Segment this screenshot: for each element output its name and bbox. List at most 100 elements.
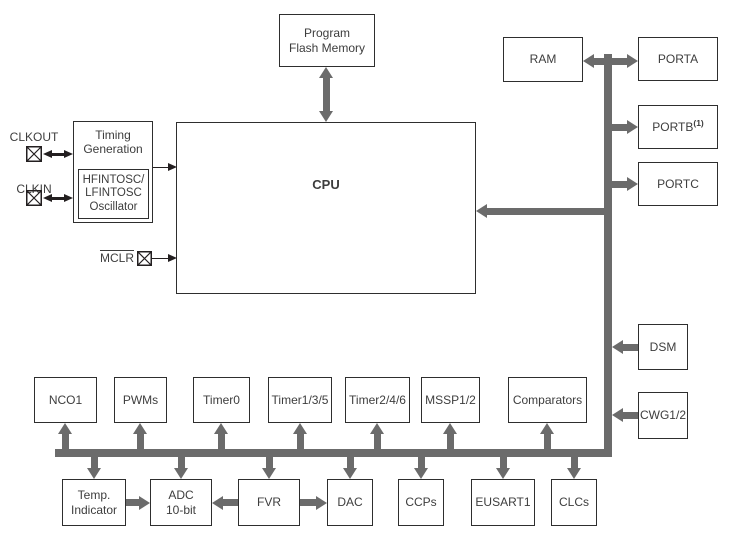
block-label: Timer1/3/5 <box>271 392 329 407</box>
bus-timer0-arrow-stem <box>217 433 225 449</box>
block-label: PWMs <box>122 392 159 407</box>
block-fvr: FVR <box>238 479 300 526</box>
block-label: NCO1 <box>48 392 83 407</box>
block-eusart1: EUSART1 <box>471 479 535 526</box>
bus-fvr-arrowhead <box>262 468 276 479</box>
block-nco1: NCO1 <box>34 377 97 423</box>
block-label: HFINTOSC/ LFINTOSC Oscillator <box>82 173 145 213</box>
block-comparators: Comparators <box>508 377 587 423</box>
block-label: CWG1/2 <box>639 408 686 422</box>
bus-cpu-arrowhead <box>476 204 487 218</box>
block-timer135: Timer1/3/5 <box>268 377 332 423</box>
bus-portb-arrow-stem <box>612 123 629 131</box>
bus-clcs-arrow-stem <box>570 457 578 469</box>
bus-adc-arrow-stem <box>177 457 185 469</box>
block-mssp: MSSP1/2 <box>421 377 480 423</box>
block-label: PORTA <box>657 51 699 66</box>
bus-dac-arrow-stem <box>346 457 354 469</box>
block-dac: DAC <box>327 479 373 526</box>
block-timer0: Timer0 <box>193 377 250 423</box>
block-dsm: DSM <box>638 324 688 370</box>
block-label: MSSP1/2 <box>425 392 476 407</box>
mclr-cpu-arrowhead <box>168 253 177 262</box>
block-label: EUSART1 <box>475 495 531 509</box>
bus-timer0-arrowhead <box>214 423 228 434</box>
bus-timer246-arrow-stem <box>373 433 381 449</box>
bus-mssp-arrowhead <box>443 423 457 434</box>
clkout-pin-label: CLKOUT <box>9 130 59 144</box>
timing-cpu-arrow-stem <box>153 166 169 168</box>
bus-portc-arrowhead <box>627 177 638 191</box>
bus-comparators-arrowhead <box>540 423 554 434</box>
bus-ccps-arrow-stem <box>417 457 425 469</box>
clkin-arrowhead-left <box>43 193 52 202</box>
clkout-arrow-stem <box>50 152 66 156</box>
footnote-marker: (1) <box>693 118 704 128</box>
block-oscillator: HFINTOSC/ LFINTOSC Oscillator <box>78 169 149 219</box>
clkin-arrowhead-right <box>64 193 73 202</box>
bus-eusart1-arrow-stem <box>499 457 507 469</box>
bus-ccps-arrowhead <box>414 468 428 479</box>
block-cwg: CWG1/2 <box>638 392 688 439</box>
bus-timer246-arrowhead <box>370 423 384 434</box>
bus-nco1-arrowhead <box>58 423 72 434</box>
porta-bus-arrowhead <box>627 54 638 68</box>
mclr-pin-icon <box>137 251 152 266</box>
data-bus-horizontal <box>55 449 612 457</box>
bus-temp-arrow-stem <box>90 457 98 469</box>
fvr-dac-arrow-stem <box>300 499 317 506</box>
block-temp-indicator: Temp. Indicator <box>62 479 126 526</box>
block-cpu: CPU <box>176 122 476 294</box>
block-ram: RAM <box>503 37 583 82</box>
ram-bus-arrowhead <box>583 54 594 68</box>
flash-cpu-arrow-stem <box>322 76 330 114</box>
block-label: Timer0 <box>203 392 240 407</box>
bus-pwms-arrowhead <box>133 423 147 434</box>
block-ccps: CCPs <box>398 479 444 526</box>
bus-adc-arrowhead <box>174 468 188 479</box>
clkin-pin-icon <box>26 190 42 206</box>
block-label: DAC <box>337 495 363 509</box>
temp-adc-arrow-stem <box>126 499 142 506</box>
bus-cpu-arrow-stem <box>486 207 608 215</box>
bus-clcs-arrowhead <box>567 468 581 479</box>
bus-timer135-arrowhead <box>293 423 307 434</box>
block-label: ADC 10-bit <box>165 487 197 517</box>
block-label: RAM <box>529 52 557 66</box>
block-label: PORTB(1) <box>652 118 704 134</box>
bus-mssp-arrow-stem <box>446 433 454 449</box>
block-label: Program Flash Memory <box>288 25 365 55</box>
data-bus-vertical <box>604 54 612 457</box>
bus-eusart1-arrowhead <box>496 468 510 479</box>
block-label: FVR <box>257 495 281 509</box>
clkout-arrowhead-right <box>64 149 73 158</box>
block-label: PORTC <box>657 176 699 191</box>
cwg-bus-arrow-stem <box>622 411 638 419</box>
ram-porta-arrow-stem <box>592 57 629 65</box>
block-label: Temp. Indicator <box>70 487 118 517</box>
clkin-pin-label: CLKIN <box>16 182 52 196</box>
block-label: Timing Generation <box>83 128 143 157</box>
block-timing-generation: Timing Generation HFINTOSC/ LFINTOSC Osc… <box>73 121 153 223</box>
block-portb: PORTB(1) <box>638 105 718 149</box>
dsm-bus-arrow-stem <box>622 343 638 351</box>
block-portc: PORTC <box>638 162 718 206</box>
block-program-flash-memory: Program Flash Memory <box>279 14 375 67</box>
dsm-bus-arrowhead <box>612 340 623 354</box>
bus-timer135-arrow-stem <box>296 433 304 449</box>
block-adc: ADC 10-bit <box>150 479 212 526</box>
bus-portb-arrowhead <box>627 120 638 134</box>
block-label: CCPs <box>405 495 437 509</box>
clkin-arrow-stem <box>50 196 66 200</box>
block-timer246: Timer2/4/6 <box>345 377 410 423</box>
block-pwms: PWMs <box>114 377 167 423</box>
bus-portc-arrow-stem <box>612 180 629 188</box>
block-label: Comparators <box>512 392 583 407</box>
block-porta: PORTA <box>638 37 718 81</box>
fvr-dac-arrowhead <box>316 495 327 510</box>
clkout-arrowhead-left <box>43 149 52 158</box>
bus-comparators-arrow-stem <box>543 433 551 449</box>
clkout-pin-icon <box>26 146 42 162</box>
bus-temp-arrowhead <box>87 468 101 479</box>
